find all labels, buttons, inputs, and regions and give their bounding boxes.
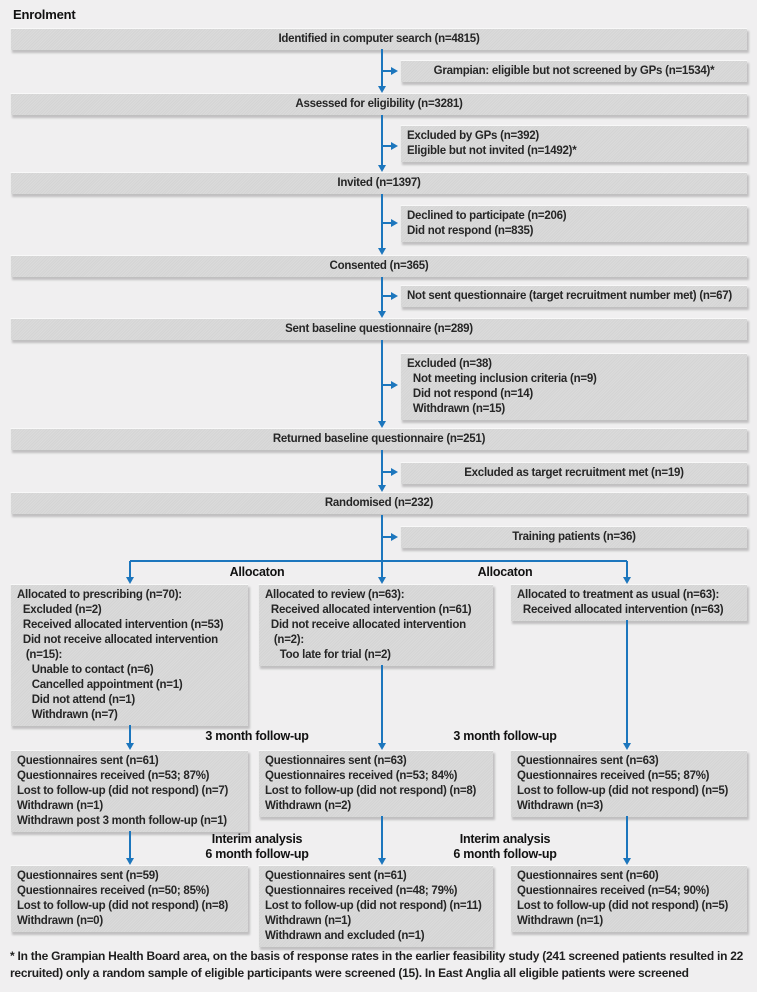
box-line: Grampian: eligible but not screened by G… [433,65,715,77]
box-line: Excluded as target recruitment met (n=19… [464,467,684,479]
box-line: Lost to follow-up (did not respond) (n=7… [17,785,229,797]
box-line: Not meeting inclusion criteria (n=9) [407,373,597,385]
box-line: Withdrawn (n=3) [517,800,603,812]
box-line: Allocated to review (n=63): [265,589,405,601]
box-line: Received allocated intervention (n=53) [17,619,224,631]
followup6-box-prescribing: Questionnaires sent (n=59) Questionnaires… [10,865,248,932]
allocation-box-prescribing: Allocated to prescribing (n=70): Exclude… [10,584,248,726]
box-line: Excluded by GPs (n=392) [407,130,539,142]
stage-label-3month-right: 3 month follow-up [453,729,557,743]
flow-box-sent-baseline: Sent baseline questionnaire (n=289) [10,318,747,340]
box-line: Too late for trial (n=2) [265,649,391,661]
box-line: Excluded (n=2) [17,604,102,616]
followup3-box-prescribing: Questionnaires sent (n=61) Questionnaires… [10,750,248,832]
stage-label-interim-right: Interim analysis 6 month follow-up [405,832,605,862]
side-box-grampian-not-screened: Grampian: eligible but not screened by G… [400,60,747,82]
box-line: Did not receive allocated intervention [265,619,466,631]
stage-label-6month-line2: 6 month follow-up [205,847,309,861]
box-line: Questionnaires received (n=55; 87%) [517,770,710,782]
box-line: Withdrawn (n=0) [17,915,103,927]
stage-label-allocation-right: Allocaton [477,565,533,579]
box-line: Cancelled appointment (n=1) [17,679,183,691]
box-line: Unable to contact (n=6) [17,664,154,676]
flow-box-returned-baseline: Returned baseline questionnaire (n=251) [10,428,747,450]
box-line: Did not attend (n=1) [17,694,136,706]
box-line: Questionnaires received (n=53; 87%) [17,770,210,782]
flow-box-identified: Identified in computer search (n=4815) [10,28,747,50]
box-line: Questionnaires sent (n=59) [17,870,159,882]
box-line: Withdrawn (n=2) [265,800,351,812]
box-line: Questionnaires received (n=53; 84%) [265,770,458,782]
allocation-box-review: Allocated to review (n=63): Received all… [258,584,493,666]
flow-box-invited: Invited (n=1397) [10,172,747,194]
side-exclusion-arrows [382,67,398,541]
box-line: Questionnaires sent (n=61) [17,755,159,767]
allocation-box-treatment-as-usual: Allocated to treatment as usual (n=63): … [510,584,747,621]
side-box-excluded-38: Excluded (n=38) Not meeting inclusion cr… [400,353,747,420]
box-line: Lost to follow-up (did not respond) (n=5… [517,900,729,912]
box-line: Lost to follow-up (did not respond) (n=1… [265,900,482,912]
box-line: Questionnaires received (n=48; 79%) [265,885,458,897]
box-line: Declined to participate (n=206) [407,210,567,222]
box-line: Allocated to prescribing (n=70): [17,589,182,601]
stage-label-interim-line1: Interim analysis [459,832,551,846]
box-line: Withdrawn and excluded (n=1) [265,930,425,942]
side-box-declined: Declined to participate (n=206) Did not r… [400,205,747,242]
box-line: Not sent questionnaire (target recruitme… [407,290,733,302]
box-line: Withdrawn (n=1) [17,800,103,812]
box-line: Lost to follow-up (did not respond) (n=8… [17,900,229,912]
box-line: Did not respond (n=835) [407,225,534,237]
box-line: Withdrawn (n=15) [407,403,505,415]
box-line: Did not receive allocated intervention [17,634,218,646]
followup6-box-treatment-as-usual: Questionnaires sent (n=60) Questionnaires… [510,865,747,932]
footnote-text: * In the Grampian Health Board area, on … [10,949,744,980]
box-line: (n=2): [265,634,304,646]
box-line: Did not respond (n=14) [407,388,533,400]
box-line: Lost to follow-up (did not respond) (n=5… [517,785,729,797]
followup6-box-review: Questionnaires sent (n=61) Questionnaires… [258,865,493,947]
stage-label-6month-line2: 6 month follow-up [453,847,557,861]
box-line: Questionnaires sent (n=61) [265,870,407,882]
box-line: Withdrawn (n=1) [265,915,351,927]
side-box-excluded-target: Excluded as target recruitment met (n=19… [400,462,747,484]
box-line: Excluded (n=38) [407,358,492,370]
box-line: Questionnaires received (n=50; 85%) [17,885,210,897]
followup3-box-review: Questionnaires sent (n=63) Questionnaires… [258,750,493,817]
flow-box-consented: Consented (n=365) [10,255,747,277]
box-line: Lost to follow-up (did not respond) (n=8… [265,785,477,797]
stage-label-interim-left: Interim analysis 6 month follow-up [157,832,357,862]
box-line: Questionnaires received (n=54; 90%) [517,885,710,897]
box-line: Training patients (n=36) [512,531,636,543]
stage-label-3month-left: 3 month follow-up [205,729,309,743]
flow-box-randomised: Randomised (n=232) [10,492,747,514]
box-line: Questionnaires sent (n=63) [517,755,659,767]
box-line: Received allocated intervention (n=61) [265,604,472,616]
box-line: Withdrawn (n=7) [17,709,118,721]
section-title-enrolment: Enrolment [13,7,76,22]
box-line: Withdrawn post 3 month follow-up (n=1) [17,815,227,827]
followup3-box-treatment-as-usual: Questionnaires sent (n=63) Questionnaires… [510,750,747,817]
box-line: Allocated to treatment as usual (n=63): [517,589,720,601]
box-line: Questionnaires sent (n=60) [517,870,659,882]
flow-box-assessed: Assessed for eligibility (n=3281) [10,93,747,115]
box-line: (n=15): [17,649,63,661]
stage-label-interim-line1: Interim analysis [211,832,303,846]
box-line: Withdrawn (n=1) [517,915,603,927]
box-line: Eligible but not invited (n=1492)* [407,145,577,157]
trunk-arrows [378,49,386,562]
side-box-not-sent-questionnaire: Not sent questionnaire (target recruitme… [400,285,747,307]
stage-label-allocation-left: Allocaton [229,565,285,579]
box-line: Questionnaires sent (n=63) [265,755,407,767]
box-line: Received allocated intervention (n=63) [517,604,724,616]
side-box-excluded-by-gps: Excluded by GPs (n=392) Eligible but not … [400,125,747,162]
side-box-training-patients: Training patients (n=36) [400,526,747,548]
